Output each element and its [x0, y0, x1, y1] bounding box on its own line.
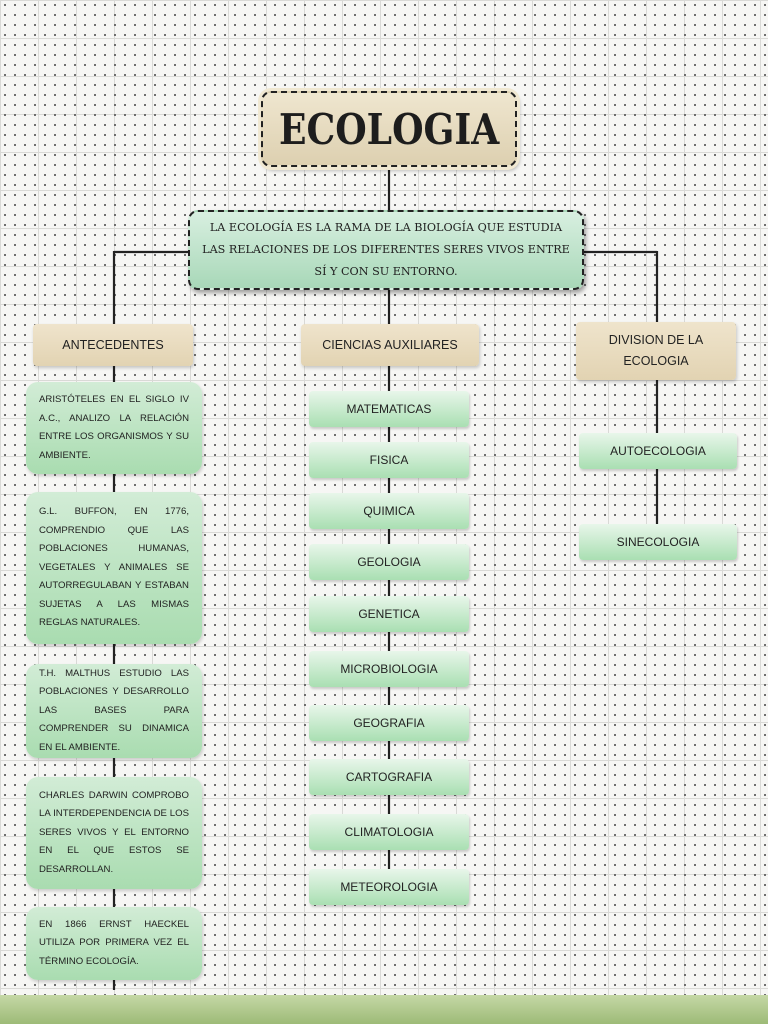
- ciencia-fisica: FISICA: [309, 442, 469, 478]
- antecedente-malthus: T.H. MALTHUS ESTUDIO LAS POBLACIONES Y D…: [26, 664, 202, 758]
- bottom-bar: [0, 995, 768, 1024]
- antecedente-text: T.H. MALTHUS ESTUDIO LAS POBLACIONES Y D…: [39, 667, 189, 753]
- ciencia-geografia: GEOGRAFIA: [309, 705, 469, 741]
- ciencia-genetica: GENETICA: [309, 596, 469, 632]
- ciencia-matematicas: MATEMATICAS: [309, 391, 469, 427]
- division-autoecologia: AUTOECOLOGIA: [579, 433, 737, 469]
- category-ciencias-label: CIENCIAS AUXILIARES: [322, 337, 458, 352]
- definition-text: LA ECOLOGÍA ES LA RAMA DE LA BIOLOGÍA QU…: [202, 221, 570, 278]
- ciencia-meteorologia: METEOROLOGIA: [309, 869, 469, 905]
- antecedente-text: G.L. BUFFON, EN 1776, COMPRENDIO QUE LAS…: [39, 506, 189, 629]
- ciencia-climatologia: CLIMATOLOGIA: [309, 814, 469, 850]
- ciencia-label: GENETICA: [358, 607, 420, 621]
- antecedente-haeckel: EN 1866 ERNST HAECKEL UTILIZA POR PRIMER…: [26, 907, 202, 980]
- ciencia-label: FISICA: [369, 453, 409, 467]
- ciencia-label: QUIMICA: [363, 504, 415, 518]
- main-title: ECOLOGIA: [278, 104, 500, 154]
- antecedente-buffon: G.L. BUFFON, EN 1776, COMPRENDIO QUE LAS…: [26, 492, 202, 644]
- antecedente-aristoteles: ARISTÓTELES EN EL SIGLO IV A.C., ANALIZO…: [26, 382, 202, 474]
- division-sinecologia: SINECOLOGIA: [579, 524, 737, 560]
- ciencia-cartografia: CARTOGRAFIA: [309, 759, 469, 795]
- category-antecedentes: ANTECEDENTES: [33, 324, 193, 366]
- ciencia-label: MICROBIOLOGIA: [340, 662, 438, 676]
- ciencia-label: CARTOGRAFIA: [345, 770, 433, 784]
- ciencia-quimica: QUIMICA: [309, 493, 469, 529]
- category-division-label: DIVISION DE LA ECOLOGIA: [608, 333, 704, 368]
- ciencia-microbiologia: MICROBIOLOGIA: [309, 651, 469, 687]
- antecedente-text: EN 1866 ERNST HAECKEL UTILIZA POR PRIMER…: [39, 918, 189, 967]
- main-title-box: ECOLOGIA: [261, 91, 517, 167]
- antecedente-text: CHARLES DARWIN COMPROBO LA INTERDEPENDEN…: [39, 789, 189, 875]
- ciencia-label: METEOROLOGIA: [340, 880, 438, 894]
- division-label: SINECOLOGIA: [616, 535, 700, 549]
- category-ciencias-auxiliares: CIENCIAS AUXILIARES: [301, 324, 479, 366]
- division-label: AUTOECOLOGIA: [610, 444, 706, 458]
- definition-box: LA ECOLOGÍA ES LA RAMA DE LA BIOLOGÍA QU…: [188, 210, 584, 290]
- category-antecedentes-label: ANTECEDENTES: [62, 337, 164, 352]
- ciencia-label: MATEMATICAS: [346, 402, 432, 416]
- antecedente-darwin: CHARLES DARWIN COMPROBO LA INTERDEPENDEN…: [26, 777, 202, 889]
- ciencia-label: GEOLOGIA: [357, 555, 421, 569]
- category-division: DIVISION DE LA ECOLOGIA: [576, 322, 736, 380]
- ciencia-geologia: GEOLOGIA: [309, 544, 469, 580]
- ciencia-label: GEOGRAFIA: [353, 716, 425, 730]
- ciencia-label: CLIMATOLOGIA: [344, 825, 434, 839]
- antecedente-text: ARISTÓTELES EN EL SIGLO IV A.C., ANALIZO…: [39, 394, 189, 461]
